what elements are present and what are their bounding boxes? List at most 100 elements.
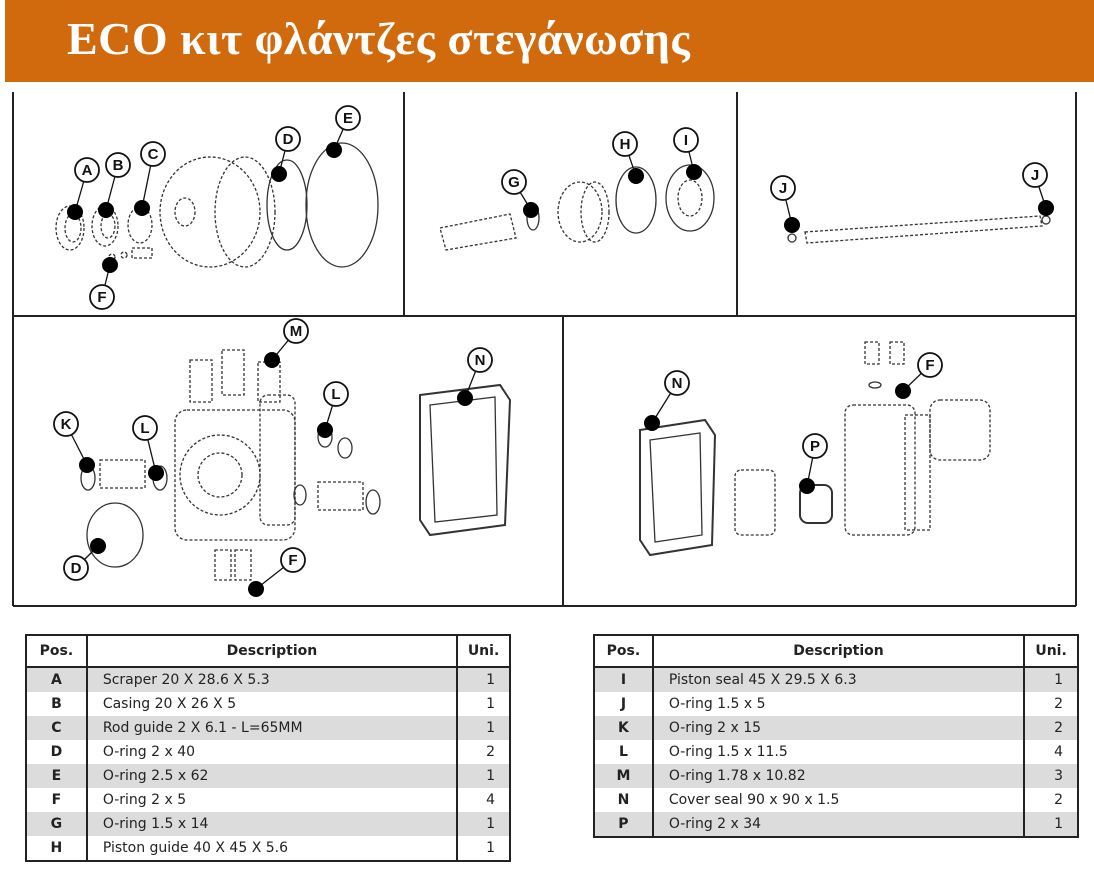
cell-uni: 1 <box>456 716 511 740</box>
callout-g: G <box>501 169 539 218</box>
callout-circle <box>275 126 301 152</box>
cell-description: O-ring 2 x 40 <box>85 740 459 764</box>
callout-dot <box>67 204 83 220</box>
callout-label: D <box>283 131 294 148</box>
callout-dot <box>523 202 539 218</box>
callout-circle <box>802 433 828 459</box>
callout-label: J <box>779 180 787 197</box>
callout-label: N <box>672 375 683 392</box>
cell-description: Piston guide 40 X 45 X 5.6 <box>85 836 459 862</box>
header-description: Description <box>651 634 1026 668</box>
callout-d: D <box>271 126 301 182</box>
cell-pos: H <box>25 836 88 862</box>
callout-dot <box>148 465 164 481</box>
header-uni: Uni. <box>456 634 511 668</box>
callout-circle <box>140 141 166 167</box>
callout-circle <box>89 284 115 310</box>
cell-description: Casing 20 X 26 X 5 <box>85 692 459 716</box>
callout-dot <box>271 166 287 182</box>
callout-label: D <box>71 560 82 577</box>
callout-circle <box>280 547 306 573</box>
callout-label: J <box>1031 167 1039 184</box>
callout-label: L <box>331 386 340 403</box>
callout-dot <box>317 422 333 438</box>
cell-description: Cover seal 90 x 90 x 1.5 <box>651 788 1026 812</box>
callout-label: L <box>140 420 149 437</box>
callout-circle <box>105 152 131 178</box>
title-banner: ECO κιτ φλάντζες στεγάνωσης <box>5 0 1094 82</box>
panel-borders <box>12 92 1077 607</box>
cell-pos: F <box>25 788 88 812</box>
callout-circle <box>612 131 638 157</box>
cell-description: O-ring 2 x 34 <box>651 812 1026 838</box>
callout-dot <box>457 390 473 406</box>
cell-uni: 1 <box>456 812 511 836</box>
callout-dot <box>90 538 106 554</box>
callout-dot <box>1038 200 1054 216</box>
cell-description: O-ring 2.5 x 62 <box>85 764 459 788</box>
cell-pos: N <box>593 788 654 812</box>
part-sketches <box>55 142 1051 581</box>
callout-dot <box>326 142 342 158</box>
cell-pos: L <box>593 740 654 764</box>
callout-label: G <box>508 174 520 191</box>
callout-c: C <box>134 141 166 216</box>
callout-dot <box>799 478 815 494</box>
callout-dot <box>895 383 911 399</box>
cell-pos: B <box>25 692 88 716</box>
callout-dot <box>264 352 280 368</box>
callout-label: H <box>620 136 631 153</box>
callout-dot <box>102 257 118 273</box>
header-uni: Uni. <box>1023 634 1079 668</box>
callout-dot <box>784 217 800 233</box>
cell-uni: 1 <box>456 692 511 716</box>
callout-circle <box>664 370 690 396</box>
callout-l: L <box>317 381 349 438</box>
callout-dot <box>628 168 644 184</box>
callout-dot <box>686 164 702 180</box>
callout-n: N <box>644 370 690 431</box>
callout-circle <box>770 175 796 201</box>
callout-label: A <box>82 162 93 179</box>
callout-d: D <box>63 538 106 581</box>
callout-circle <box>283 318 309 344</box>
callout-f: F <box>895 352 943 399</box>
callout-circle <box>673 127 699 153</box>
page-title: ECO κιτ φλάντζες στεγάνωσης <box>67 13 691 64</box>
callout-circle <box>53 411 79 437</box>
callout-circle <box>335 105 361 131</box>
callout-i: I <box>673 127 702 180</box>
callout-label: N <box>475 352 486 369</box>
callout-dot <box>248 581 264 597</box>
cell-pos: D <box>25 740 88 764</box>
callout-dot <box>79 457 95 473</box>
cell-description: Piston seal 45 X 29.5 X 6.3 <box>651 667 1026 692</box>
header-description: Description <box>85 634 459 668</box>
callout-label: F <box>288 552 297 569</box>
cell-pos: A <box>25 667 88 692</box>
callout-l: L <box>132 415 164 481</box>
cell-pos: J <box>593 692 654 716</box>
callout-label: F <box>97 289 106 306</box>
callout-circle <box>1022 162 1048 188</box>
callout-a: A <box>67 157 100 220</box>
callout-label: E <box>343 110 353 127</box>
cell-pos: M <box>593 764 654 788</box>
cell-uni: 1 <box>1023 812 1079 838</box>
cell-pos: E <box>25 764 88 788</box>
